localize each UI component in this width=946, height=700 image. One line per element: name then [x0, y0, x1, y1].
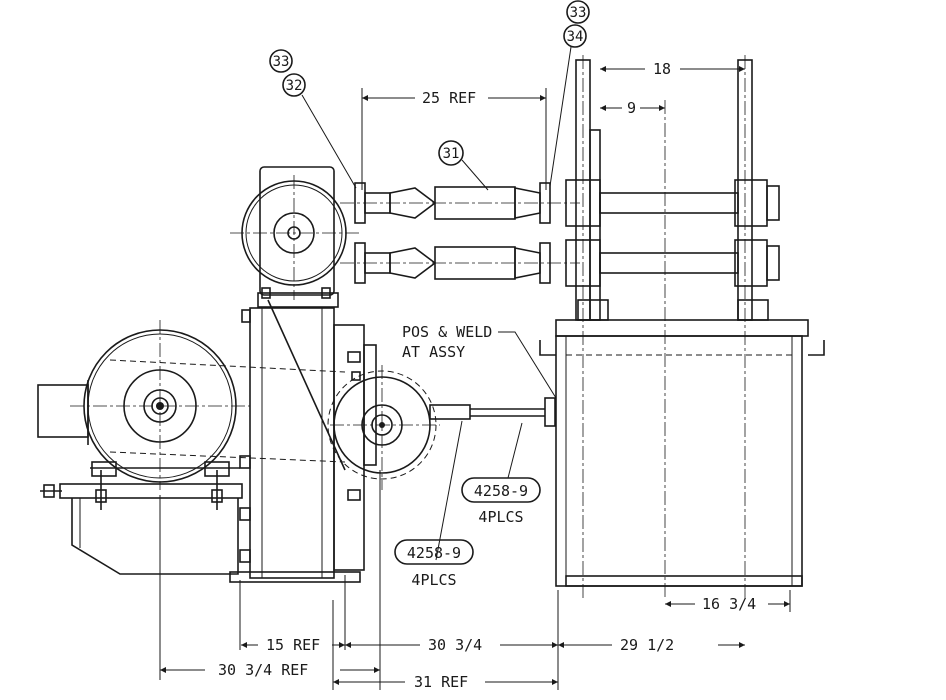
- driveshafts: [340, 182, 580, 284]
- dim-30-3-4: 30 3/4: [428, 636, 482, 654]
- balloon-33-right: [566, 0, 590, 24]
- spindle-frame: [565, 55, 780, 600]
- part-tag-a: [461, 477, 541, 503]
- dim-30-3-4-ref: 30 3/4 REF: [218, 661, 308, 679]
- part-a-number: 4258-9: [474, 482, 528, 500]
- dimension-lines: [159, 66, 791, 690]
- balloon-34: [563, 24, 587, 48]
- dim-25-ref: 25 REF: [422, 89, 476, 107]
- balloon-33-right-label: 33: [570, 5, 587, 21]
- balloon-32: [282, 73, 306, 97]
- note-pos-weld-2: AT ASSY: [402, 343, 465, 361]
- gearbox-column: [229, 166, 377, 583]
- dim-16-3-4: 16 3/4: [702, 595, 756, 613]
- balloon-33-left: [269, 49, 293, 73]
- part-tag-b: [394, 539, 474, 565]
- dim-31-ref: 31 REF: [414, 673, 468, 691]
- belt-drive: [109, 299, 440, 490]
- motor-base-bracket: [40, 470, 243, 575]
- dim-15-ref: 15 REF: [266, 636, 320, 654]
- note-pos-weld-1: POS & WELD: [402, 323, 492, 341]
- leader-lines: [301, 46, 572, 561]
- balloon-31-label: 31: [443, 146, 460, 162]
- part-b-number: 4258-9: [407, 544, 461, 562]
- balloon-33-left-label: 33: [273, 54, 290, 70]
- motor: [37, 320, 250, 490]
- tank: [539, 100, 825, 600]
- dim-18: 18: [653, 60, 671, 78]
- balloons: 33 32 31 33 34: [269, 0, 590, 166]
- motor-terminal-box: [37, 384, 89, 438]
- dimension-texts: 25 REF 18 9 16 3/4 15 REF 30 3/4 29 1/2 …: [218, 60, 756, 691]
- balloon-31: [438, 140, 464, 166]
- dim-9: 9: [627, 99, 636, 117]
- tie-rod: [429, 397, 556, 427]
- balloon-32-label: 32: [286, 78, 303, 94]
- dim-29-1-2: 29 1/2: [620, 636, 674, 654]
- part-b-qty: 4PLCS: [411, 571, 456, 589]
- part-a-qty: 4PLCS: [478, 508, 523, 526]
- notes: POS & WELD AT ASSY 4258-9 4PLCS 4258-9 4…: [394, 323, 541, 589]
- balloon-34-label: 34: [567, 29, 584, 45]
